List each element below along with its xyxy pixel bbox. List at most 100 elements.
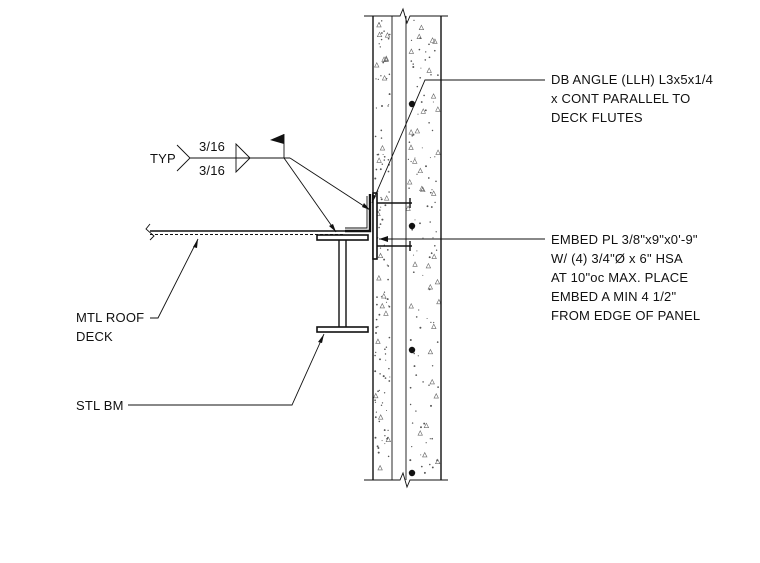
- aggregate-speck: [382, 153, 384, 156]
- callout-deck-line-2: DECK: [76, 329, 113, 344]
- aggregate-speck: [384, 435, 386, 437]
- aggregate-speck: [377, 252, 384, 259]
- aggregate-speck: [376, 275, 382, 281]
- arrowhead-icon: [379, 236, 388, 242]
- aggregate-speck: [385, 409, 388, 412]
- beam-leader: [128, 333, 325, 406]
- aggregate-speck: [386, 298, 389, 301]
- aggregate-speck: [436, 459, 439, 462]
- aggregate-speck: [388, 34, 390, 36]
- angle-leader: [371, 79, 545, 204]
- aggregate-speck: [426, 317, 428, 320]
- aggregate-speck: [382, 375, 385, 378]
- aggregate-speck: [375, 318, 378, 321]
- callout-angle-line-2: x CONT PARALLEL TO: [551, 91, 690, 106]
- weld-tail: [176, 144, 191, 172]
- aggregate-speck: [408, 144, 414, 150]
- aggregate-speck: [380, 206, 382, 208]
- aggregate-speck: [383, 392, 386, 394]
- aggregate-speck: [374, 354, 376, 357]
- aggregate-speck: [375, 351, 377, 354]
- aggregate-speck: [416, 85, 419, 88]
- aggregate-speck: [385, 301, 388, 303]
- aggregate-speck: [378, 389, 381, 392]
- aggregate-speck: [431, 190, 437, 196]
- leaders: [128, 79, 545, 406]
- aggregate-speck: [380, 198, 383, 201]
- deck-break-mark: [145, 223, 155, 241]
- callout-embed-line-1: EMBED PL 3/8"x9"x0'-9": [551, 232, 698, 247]
- aggregate-speck: [379, 144, 386, 151]
- aggregate-speck: [423, 94, 425, 97]
- aggregate-speck: [416, 173, 418, 175]
- aggregate-speck: [378, 420, 381, 423]
- aggregate-speck: [424, 109, 427, 112]
- aggregate-speck: [380, 75, 382, 77]
- aggregate-speck: [381, 292, 387, 299]
- arrowhead-icon: [329, 224, 336, 232]
- aggregate-speck: [434, 245, 436, 247]
- aggregate-speck: [380, 137, 383, 139]
- aggregate-speck: [436, 341, 439, 343]
- aggregate-speck: [374, 135, 377, 138]
- callout-deck-line-1: MTL ROOF: [76, 310, 144, 325]
- aggregate-speck: [423, 422, 430, 428]
- metal-roof-deck: [145, 223, 345, 241]
- aggregate-speck: [412, 261, 418, 267]
- aggregate-speck: [382, 61, 385, 64]
- aggregate-speck: [379, 209, 381, 211]
- aggregate-speck: [432, 237, 434, 239]
- aggregate-speck: [386, 437, 389, 440]
- aggregate-speck: [411, 228, 414, 231]
- aggregate-speck: [374, 399, 376, 402]
- aggregate-speck: [429, 221, 431, 223]
- aggregate-speck: [431, 466, 434, 469]
- aggregate-speck: [419, 76, 422, 79]
- aggregate-speck: [419, 185, 425, 191]
- aggregate-speck: [389, 376, 391, 378]
- aggregate-speck: [419, 326, 422, 329]
- aggregate-speck: [434, 278, 441, 285]
- aggregate-speck: [387, 455, 390, 458]
- aggregate-speck: [373, 392, 379, 399]
- arrowhead-icon: [372, 194, 376, 203]
- aggregate-speck: [430, 206, 433, 208]
- callout-beam: STL BM: [76, 398, 123, 413]
- rebar-dot: [408, 346, 416, 354]
- aggregate-speck: [411, 135, 413, 137]
- aggregate-speck: [411, 446, 413, 448]
- aggregate-speck: [420, 67, 422, 69]
- aggregate-speck: [408, 187, 410, 189]
- aggregate-speck: [429, 157, 431, 159]
- fillet-weld-arrow-side: [235, 142, 251, 159]
- aggregate-speck: [375, 411, 377, 413]
- aggregate-speck: [381, 32, 383, 34]
- aggregate-speck: [435, 458, 441, 464]
- aggregate-speck: [435, 149, 441, 155]
- aggregate-speck: [383, 155, 386, 158]
- aggregate-speck: [419, 37, 421, 39]
- aggregate-speck: [422, 237, 424, 239]
- aggregate-speck: [425, 165, 427, 168]
- aggregate-speck: [375, 168, 378, 171]
- aggregate-speck: [387, 159, 390, 161]
- aggregate-speck: [430, 93, 437, 99]
- aggregate-speck: [408, 303, 414, 309]
- aggregate-speck: [418, 48, 421, 51]
- aggregate-speck: [381, 402, 384, 404]
- aggregate-speck: [388, 103, 390, 106]
- break-line-bottom: [364, 471, 448, 489]
- aggregate-speck: [420, 186, 426, 192]
- aggregate-speck: [409, 459, 412, 462]
- aggregate-speck: [376, 445, 379, 448]
- weld-size-bottom: 3/16: [199, 163, 225, 178]
- beam-bottom-flange: [316, 326, 369, 333]
- aggregate-speck: [383, 55, 389, 61]
- aggregate-speck: [427, 283, 434, 290]
- precast-wall-panel: [364, 7, 448, 489]
- aggregate-speck: [378, 226, 380, 229]
- aggregate-speck: [428, 122, 430, 124]
- aggregate-speck: [377, 78, 379, 81]
- aggregate-speck: [412, 158, 418, 164]
- aggregate-speck: [387, 105, 389, 107]
